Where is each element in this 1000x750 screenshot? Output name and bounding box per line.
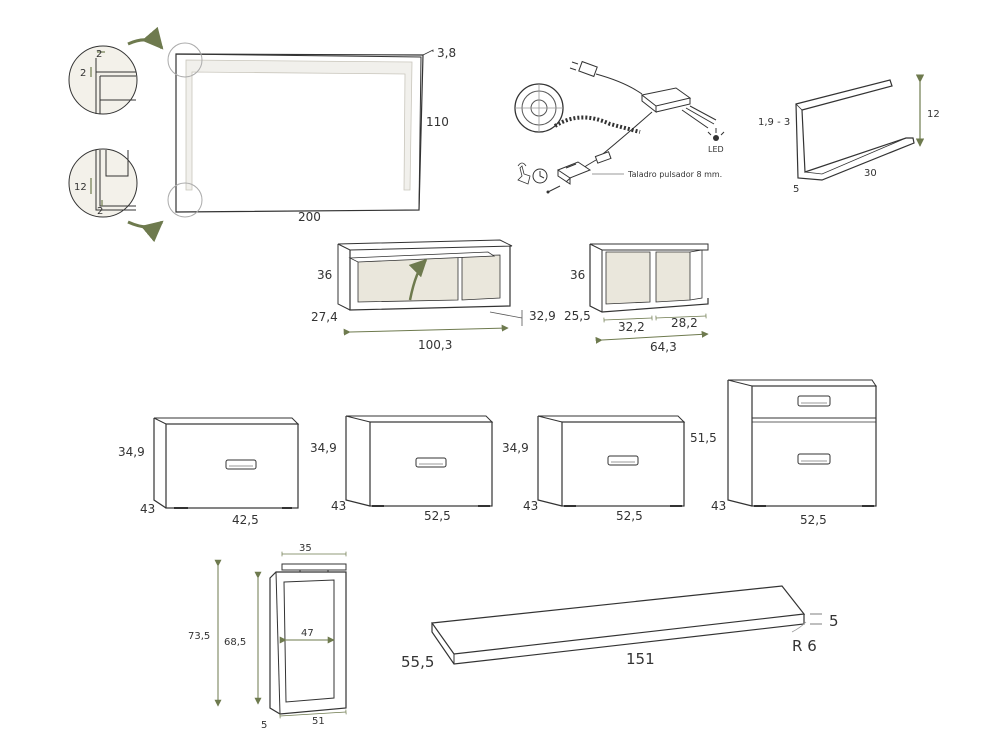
countertop-thickness-label: 5 [829,612,839,630]
countertop-radius-label: R 6 [792,637,817,655]
drawer-2-width-label: 52,5 [424,509,451,523]
mirror-width-label: 200 [298,210,321,224]
countertop-top-face [430,585,806,655]
shelf-large-depth-label: 27,4 [311,310,338,324]
drawer-2-depth-label: 43 [331,499,346,513]
touch-hand-icon [517,162,531,185]
dimmer-knob-icon [532,168,548,184]
bracket-lip-label: 5 [793,184,799,195]
frame-thickness-label: 5 [261,720,267,731]
shelf-small-left-width-label: 32,2 [618,320,645,334]
mirror-detail-top-margin-top: 2 [96,49,102,60]
drawer-unit-1: 34,9 43 42,5 [118,417,300,527]
drawer-3-height-label: 34,9 [502,441,529,455]
mirror-curved-arrow-bottom [127,220,164,243]
countertop-depth-label: 55,5 [401,653,434,671]
mirror-depth-label: 3,8 [437,46,456,60]
drawer-handle [415,457,447,468]
mirror-section: 2 2 12 2 3,8 110 200 [68,26,456,243]
drawer-unit-2: 34,9 43 52,5 [310,415,494,523]
countertop-width-label: 151 [626,650,655,668]
drawer-unit-3: 34,9 43 52,5 [502,415,686,523]
bracket-width-label: 30 [864,168,877,179]
mirror-detail-bottom: 12 2 [68,148,138,218]
countertop-section: 55,5 151 5 R 6 [401,585,839,671]
led-label: LED [708,145,724,154]
drawer-4-height-label: 51,5 [690,431,717,445]
drawer-handle [225,459,257,470]
shelf-small-width-label: 64,3 [650,340,677,354]
screw-icon [546,185,561,194]
drawer-3-width-label: 52,5 [616,509,643,523]
frame-inner-width-label: 47 [301,628,314,639]
drawer-unit-4: 51,5 43 52,5 [690,379,877,527]
drawer-handle [797,453,831,465]
shelf-large-section: 36 27,4 32,9 100,3 [311,239,556,352]
led-drill-note: Taladro pulsador 8 mm. [627,170,722,179]
power-plug-icon [569,60,643,95]
mirror-curved-arrow-top [127,26,164,50]
drawer-4-depth-label: 43 [711,499,726,513]
frame-top-width-label: 35 [299,543,312,554]
light-bulb-icon [707,128,725,141]
mirror-detail-top-margin-side: 2 [80,68,86,79]
bracket-height-label: 12 [927,109,940,120]
shelf-small-right-width-label: 28,2 [671,316,698,330]
shelf-large-slide-arrow [408,258,428,301]
drawer-2-height-label: 34,9 [310,441,337,455]
bracket-section: 12 1,9 - 3 30 5 [758,74,940,195]
drawer-4-width-label: 52,5 [800,513,827,527]
mirror-detail-led-height: 12 [74,182,87,193]
shelf-large-width-label: 100,3 [418,338,452,352]
frame-leg-section: 35 73,5 68,5 47 5 51 [188,543,347,731]
push-button-icon [556,161,592,185]
frame-width-label: 51 [312,716,325,727]
frame-outer-height-label: 73,5 [188,631,210,642]
drawer-1-height-label: 34,9 [118,445,145,459]
drawer-1-depth-label: 43 [140,502,155,516]
drawer-1-width-label: 42,5 [232,513,259,527]
mirror-height-label: 110 [426,115,449,129]
transformer-icon [640,87,717,129]
bracket-drawing [795,79,915,181]
drawer-handle [607,455,639,466]
mirror-detail-top: 2 2 [68,45,138,115]
mirror-detail-bottom-margin: 2 [97,206,103,217]
shelf-large-height-label: 36 [317,268,332,282]
shelf-large-extension-label: 32,9 [529,309,556,323]
shelf-small-depth-label: 25,5 [564,309,591,323]
frame-inner-height-label: 68,5 [224,637,246,648]
led-kit-section: LED Taladro pulsador 8 mm. [514,60,725,194]
shelf-small-section: 36 25,5 32,2 28,2 64,3 [564,243,709,354]
mirror-drawing [167,42,424,218]
led-strip-roll-icon [514,83,641,134]
drawer-3-depth-label: 43 [523,499,538,513]
drawer-handle [797,395,831,407]
bracket-thickness-label: 1,9 - 3 [758,117,790,128]
shelf-small-height-label: 36 [570,268,585,282]
